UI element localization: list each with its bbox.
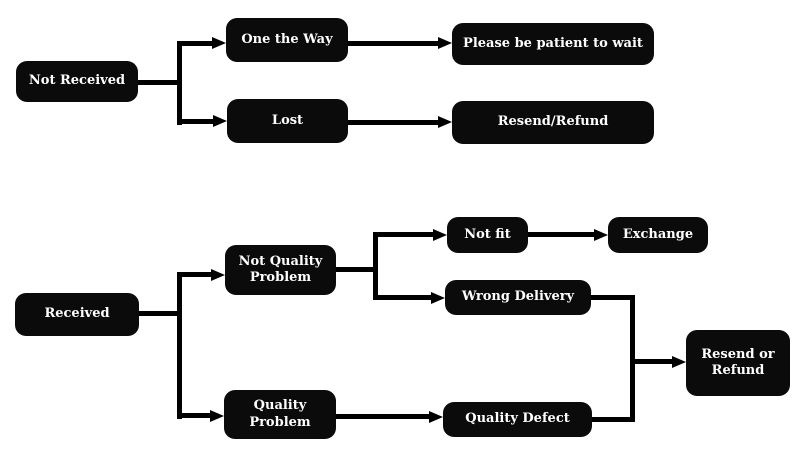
node-not-quality-problem: Not Quality Problem — [225, 245, 336, 295]
arrowhead-icon — [594, 229, 608, 241]
node-quality-problem: Quality Problem — [224, 390, 336, 439]
node-resend-or-refund: Resend or Refund — [686, 330, 790, 396]
arrowhead-icon — [210, 410, 224, 422]
arrowhead-icon — [438, 116, 452, 128]
edge-not-received-branch-vertical — [177, 41, 182, 125]
edge-quality-defect-merge — [592, 417, 635, 422]
edge-to-one-the-way — [177, 41, 213, 46]
edge-quality-problem-to-quality-defect — [336, 414, 430, 419]
arrowhead-icon — [433, 229, 447, 241]
edge-not-fit-to-exchange — [528, 232, 595, 237]
arrowhead-icon — [429, 411, 443, 423]
node-exchange: Exchange — [608, 217, 708, 253]
node-please-be-patient: Please be patient to wait — [452, 23, 654, 65]
node-wrong-delivery: Wrong Delivery — [445, 280, 591, 315]
edge-to-not-quality-problem — [177, 272, 212, 277]
edge-not-quality-branch — [336, 267, 378, 272]
arrowhead-icon — [211, 269, 225, 281]
edge-not-received-branch — [138, 80, 182, 85]
node-not-received: Not Received — [16, 61, 138, 102]
edge-to-quality-problem — [177, 413, 211, 418]
arrowhead-icon — [212, 37, 226, 49]
node-not-fit: Not fit — [447, 217, 528, 253]
edge-merge-vertical — [630, 295, 635, 422]
edge-to-lost — [177, 119, 214, 124]
edge-received-branch — [139, 311, 182, 316]
edge-not-quality-branch-vertical — [373, 232, 378, 300]
edge-received-branch-vertical — [177, 272, 182, 419]
arrowhead-icon — [672, 356, 686, 368]
arrowhead-icon — [431, 292, 445, 304]
node-lost: Lost — [227, 99, 348, 143]
node-resend-refund: Resend/Refund — [452, 101, 654, 144]
arrowhead-icon — [213, 115, 227, 127]
node-one-the-way: One the Way — [226, 18, 348, 62]
edge-to-resend-or-refund — [630, 359, 673, 364]
edge-to-wrong-delivery — [373, 295, 432, 300]
edge-to-not-fit — [373, 232, 434, 237]
edge-lost-to-resend-refund — [348, 120, 439, 125]
edge-wrong-delivery-merge — [591, 295, 635, 300]
edge-one-the-way-to-please-wait — [348, 41, 439, 46]
node-received: Received — [15, 293, 139, 336]
arrowhead-icon — [438, 37, 452, 49]
node-quality-defect: Quality Defect — [443, 402, 592, 437]
